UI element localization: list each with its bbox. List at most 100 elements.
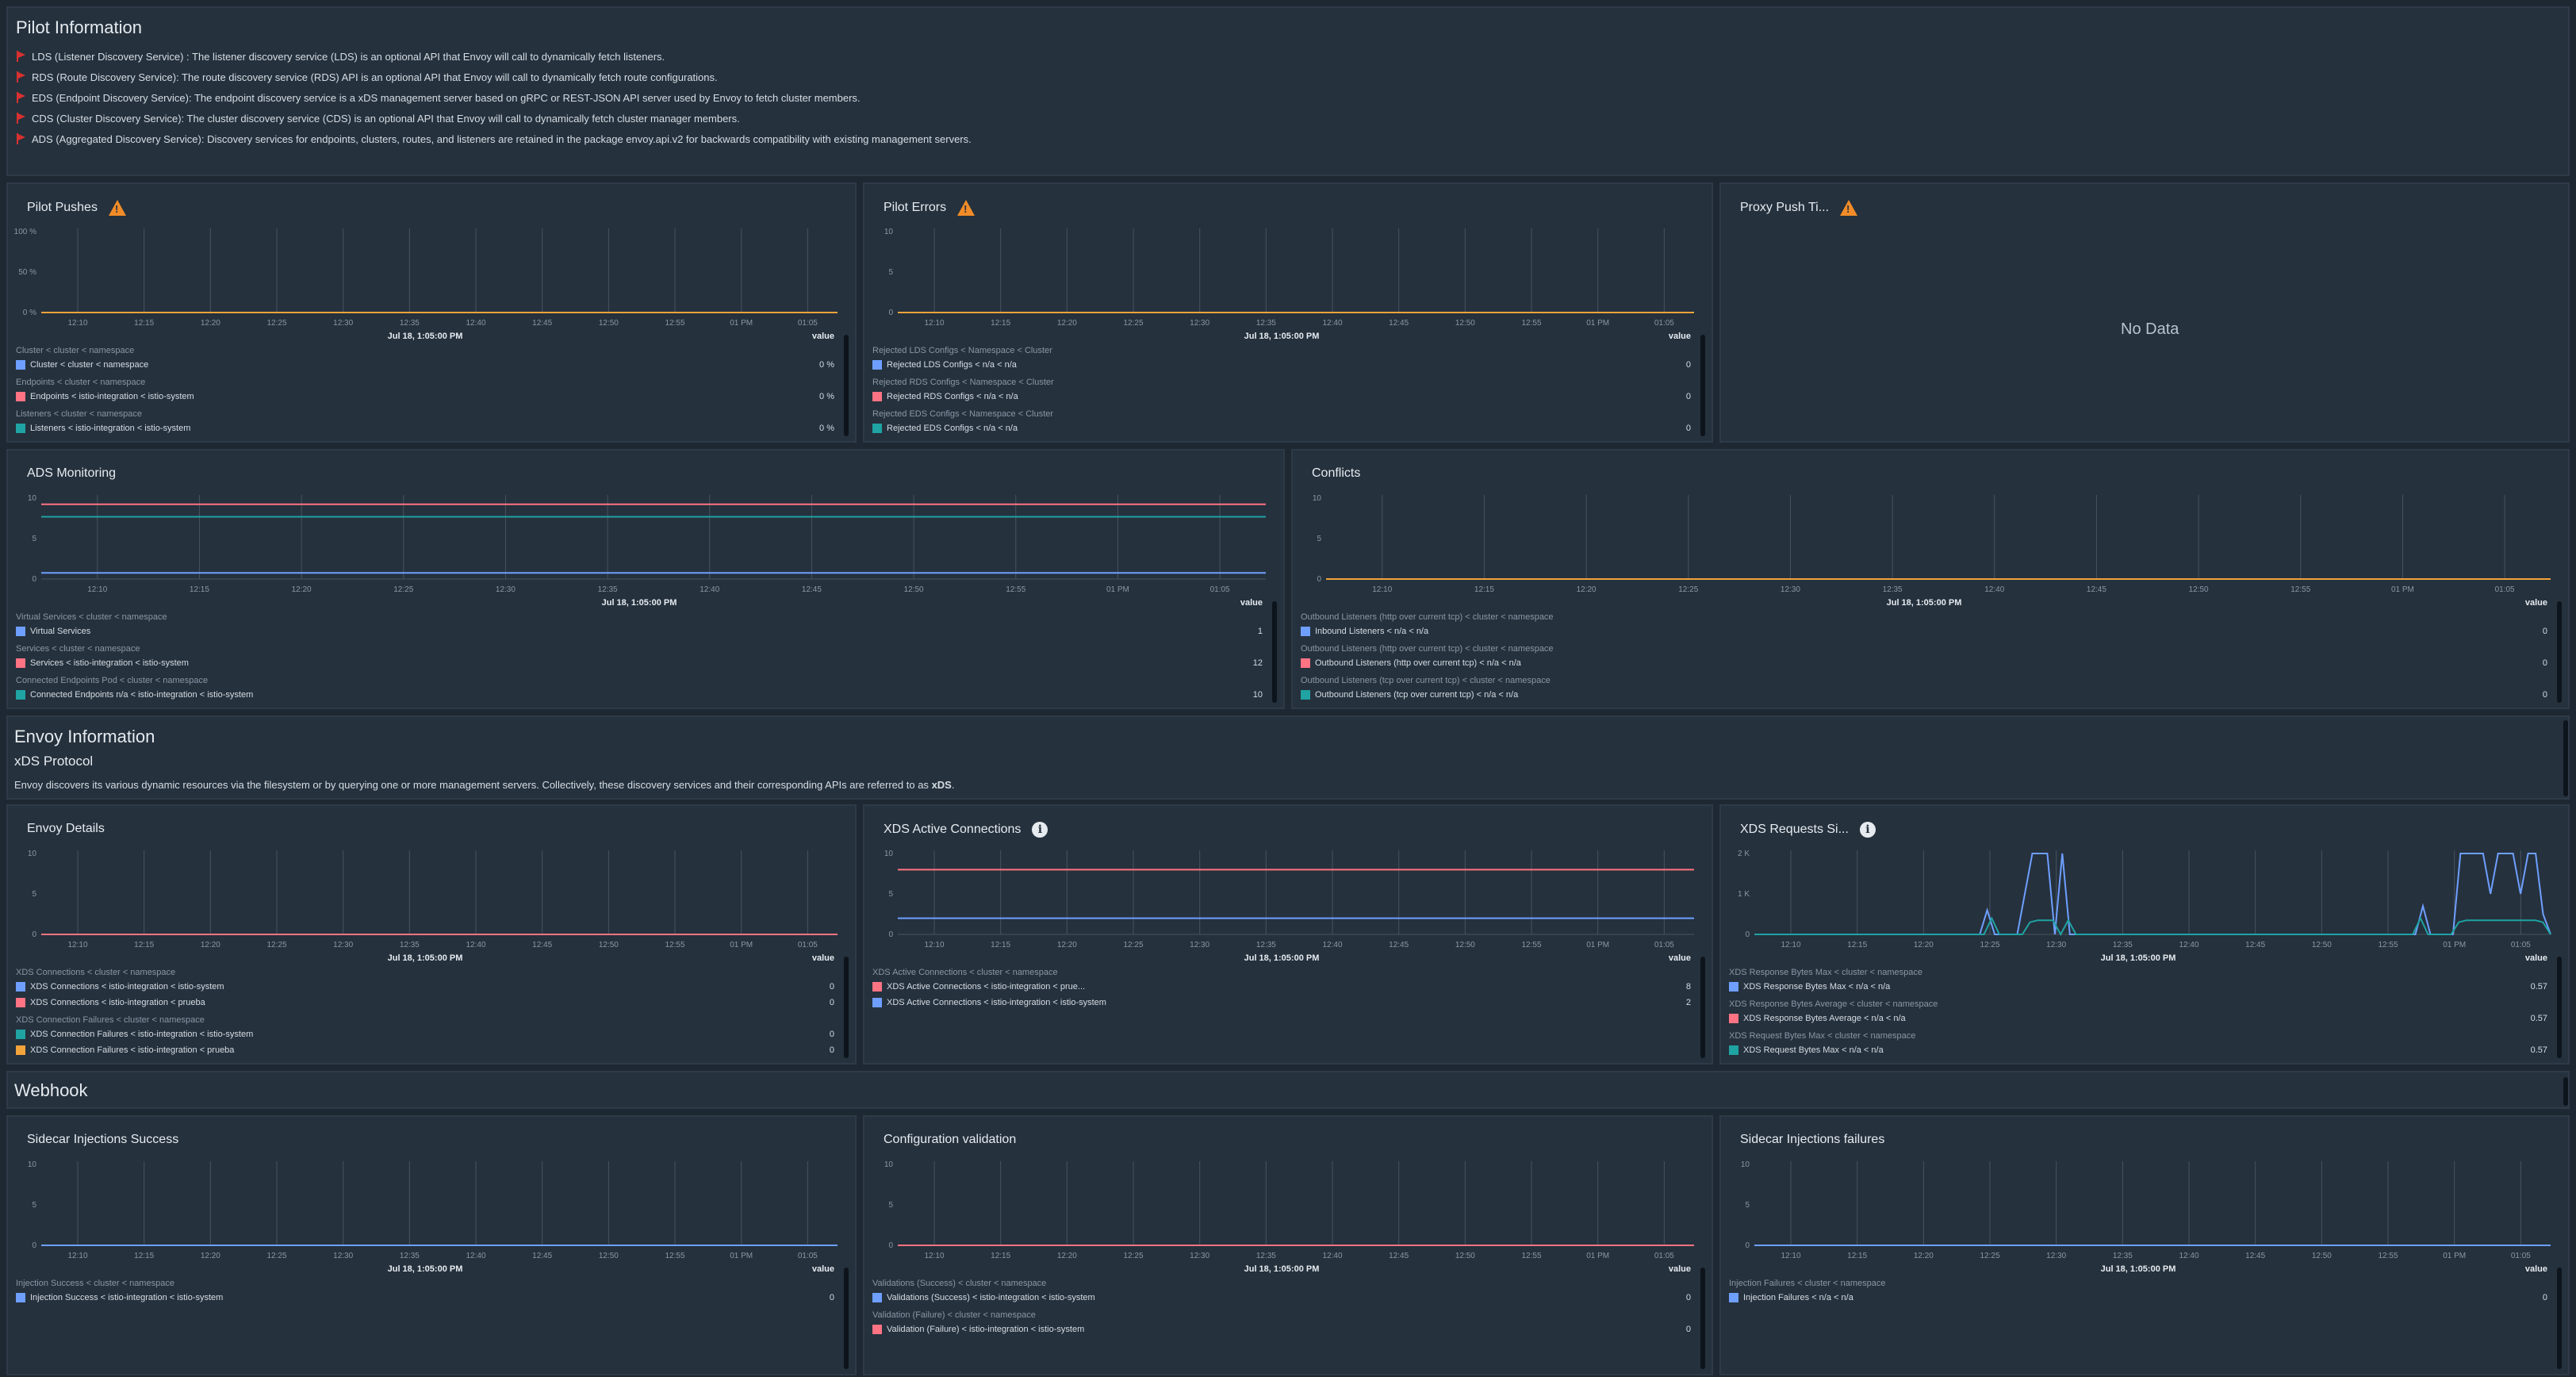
x-tick-label: 12:45 <box>532 319 552 328</box>
warning-icon[interactable] <box>957 200 976 216</box>
panel-title[interactable]: Proxy Push Ti... <box>1740 200 1858 216</box>
legend-scrollbar[interactable] <box>844 957 849 1058</box>
warning-icon[interactable] <box>108 200 126 216</box>
legend-item[interactable]: Endpoints < istio-integration < istio-sy… <box>16 389 834 405</box>
envoy-text-end: . <box>951 779 955 791</box>
x-tick-label: 12:40 <box>1323 941 1343 949</box>
legend-item-name: Rejected LDS Configs < n/a < n/a <box>887 360 1017 370</box>
legend-item-value: 0 <box>829 1030 834 1039</box>
legend-item[interactable]: Injection Success < istio-integration < … <box>16 1290 834 1306</box>
panel-title[interactable]: ADS Monitoring <box>27 466 116 481</box>
scrollbar[interactable] <box>2563 720 2568 796</box>
list-item: RDS (Route Discovery Service): The route… <box>16 67 972 87</box>
panel-title[interactable]: Configuration validation <box>884 1133 1016 1147</box>
legend-item[interactable]: Validation (Failure) < istio-integration… <box>872 1321 1691 1337</box>
legend-item[interactable]: Connected Endpoints n/a < istio-integrat… <box>16 687 1263 703</box>
series-line[interactable] <box>1754 853 2551 935</box>
x-tick-label: 12:30 <box>333 319 353 328</box>
legend-group-label: Outbound Listeners (tcp over current tcp… <box>1301 676 1551 685</box>
legend-item-value: 0.57 <box>2530 1045 2547 1055</box>
legend-item-value: 8 <box>1685 982 1691 992</box>
info-icon[interactable]: i <box>1032 822 1048 838</box>
x-tick-label: 01 PM <box>730 1252 753 1260</box>
panel-title[interactable]: Envoy Details <box>27 822 105 836</box>
panel-title[interactable]: Sidecar Injections Success <box>27 1133 178 1147</box>
legend-scrollbar[interactable] <box>844 1268 849 1369</box>
panel-title[interactable]: Sidecar Injections failures <box>1740 1133 1884 1147</box>
legend-swatch <box>1729 1045 1738 1055</box>
envoy-information-title: Envoy Information <box>14 727 155 746</box>
legend-scrollbar[interactable] <box>844 335 849 436</box>
legend-item[interactable]: XDS Connections < istio-integration < is… <box>16 979 834 995</box>
list-item: ADS (Aggregated Discovery Service): Disc… <box>16 128 972 149</box>
x-tick-label: 12:55 <box>2379 941 2398 949</box>
x-tick-label: 12:50 <box>2312 941 2332 949</box>
info-icon[interactable]: i <box>1859 822 1876 838</box>
legend-scrollbar[interactable] <box>2557 1268 2562 1369</box>
legend-group-label: Injection Success < cluster < namespace <box>16 1279 174 1288</box>
legend-item[interactable]: XDS Connection Failures < istio-integrat… <box>16 1026 834 1042</box>
panel-title[interactable]: Pilot Pushes <box>27 200 126 216</box>
x-tick-label: 01:05 <box>1654 319 1674 328</box>
y-tick-label: 100 % <box>14 228 36 236</box>
legend-scrollbar[interactable] <box>1272 601 1277 703</box>
legend-item[interactable]: XDS Active Connections < istio-integrati… <box>872 979 1691 995</box>
legend-group-label: Outbound Listeners (http over current tc… <box>1301 612 1554 622</box>
x-tick-label: 12:55 <box>1522 1252 1542 1260</box>
y-tick-label: 10 <box>28 494 37 503</box>
legend-scrollbar[interactable] <box>2557 957 2562 1058</box>
legend-group-label: Services < cluster < namespace <box>16 644 140 654</box>
legend-item[interactable]: XDS Connections < istio-integration < pr… <box>16 995 834 1011</box>
legend-item-value: 0 <box>1685 1293 1691 1302</box>
warning-icon[interactable] <box>1840 200 1858 216</box>
legend-item[interactable]: Outbound Listeners (tcp over current tcp… <box>1301 687 2547 703</box>
legend-timestamp: Jul 18, 1:05:00 PM <box>387 332 463 341</box>
legend-scrollbar[interactable] <box>2557 601 2562 703</box>
legend-item[interactable]: Services < istio-integration < istio-sys… <box>16 655 1263 671</box>
panel-title[interactable]: Pilot Errors <box>884 200 976 216</box>
legend-scrollbar[interactable] <box>1700 335 1705 436</box>
legend-scrollbar[interactable] <box>1700 1268 1705 1369</box>
legend-item[interactable]: Listeners < istio-integration < istio-sy… <box>16 420 834 436</box>
panel-title[interactable]: XDS Requests Si...i <box>1740 822 1876 838</box>
legend-item[interactable]: Outbound Listeners (http over current tc… <box>1301 655 2547 671</box>
x-tick-label: 12:20 <box>201 319 220 328</box>
legend-scrollbar[interactable] <box>1700 957 1705 1058</box>
scrollbar[interactable] <box>2563 1077 2568 1106</box>
x-tick-label: 01:05 <box>1210 585 1230 594</box>
legend-item[interactable]: XDS Connection Failures < istio-integrat… <box>16 1042 834 1058</box>
legend-item[interactable]: XDS Active Connections < istio-integrati… <box>872 995 1691 1011</box>
webhook-title: Webhook <box>14 1080 88 1100</box>
series-line[interactable] <box>1754 916 2551 937</box>
legend-swatch <box>1729 1293 1738 1302</box>
legend-item[interactable]: Validations (Success) < istio-integratio… <box>872 1290 1691 1306</box>
panel-title[interactable]: Conflicts <box>1312 466 1360 481</box>
